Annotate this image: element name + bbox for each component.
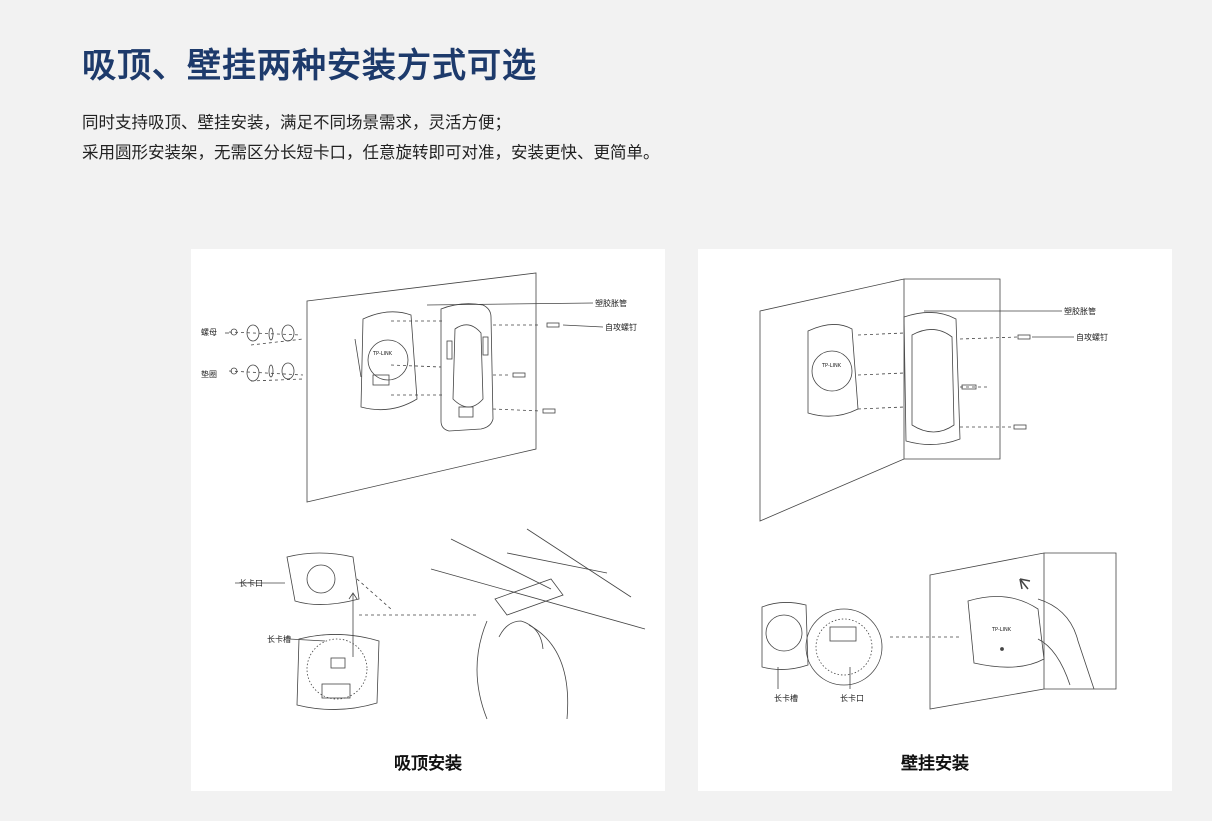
label-long-slot: 长卡槽 [267,634,291,644]
label-washer: 垫圈 [201,369,217,379]
description-line-1: 同时支持吸顶、壁挂安装，满足不同场景需求，灵活方便； [82,113,511,132]
label-long-slot-mouth: 长卡口 [840,693,864,703]
ap-brand-logo: TP-LINK [991,627,1012,633]
label-screw: 自攻螺钉 [605,322,637,332]
ceiling-caption: 吸顶安装 [394,754,462,774]
wall-labels: 塑胶胀管 自攻螺钉 长卡槽 长卡口 TP-LINK TP-LINK [774,306,1108,703]
nuts-washers [230,324,295,382]
ceiling-mount-scene [359,528,646,720]
ceiling-labels: 螺母 垫圈 塑胶胀管 自攻螺钉 长卡口 长卡槽 TP-LINK [201,298,637,644]
wall-mount-scene [929,552,1117,710]
wall-install-panel: 塑胶胀管 自攻螺钉 长卡槽 长卡口 TP-LINK TP-LINK 壁挂安装 [698,249,1172,791]
wall-caption: 壁挂安装 [901,754,969,774]
mounting-bracket [354,311,418,411]
label-nut: 螺母 [201,327,217,337]
wall-install-diagram: 塑胶胀管 自攻螺钉 长卡槽 长卡口 TP-LINK TP-LINK [759,278,1117,710]
bracket-brand-logo: TP-LINK [372,351,393,357]
ap-with-bracket [235,552,392,710]
label-long-slot: 长卡槽 [774,693,798,703]
guide-lines [228,320,542,412]
ceiling-install-diagram: 螺母 垫圈 塑胶胀管 自攻螺钉 长卡口 长卡槽 TP-LINK [201,272,646,720]
label-long-slot-mouth: 长卡口 [239,578,263,588]
label-anchor: 塑胶胀管 [595,298,627,308]
page-title: 吸顶、壁挂两种安装方式可选 [82,46,537,86]
base-plate [440,303,494,432]
ceiling-board [306,272,537,503]
screws [512,322,560,414]
ceiling-install-panel: 螺母 垫圈 塑胶胀管 自攻螺钉 长卡口 长卡槽 TP-LINK 吸顶安装 [191,249,665,791]
ap-and-bracket-front [761,602,960,689]
label-screw: 自攻螺钉 [1076,332,1108,342]
description: 同时支持吸顶、壁挂安装，满足不同场景需求，灵活方便； 采用圆形安装架，无需区分长… [82,108,660,168]
guide-lines [857,332,1019,428]
base-plate [903,312,961,445]
bracket-brand-logo: TP-LINK [821,363,842,369]
screws [961,334,1031,430]
mounting-bracket [807,324,859,417]
description-line-2: 采用圆形安装架，无需区分长短卡口，任意旋转即可对准，安装更快、更简单。 [82,143,660,162]
label-anchor: 塑胶胀管 [1064,306,1096,316]
wall-board [759,278,1001,522]
